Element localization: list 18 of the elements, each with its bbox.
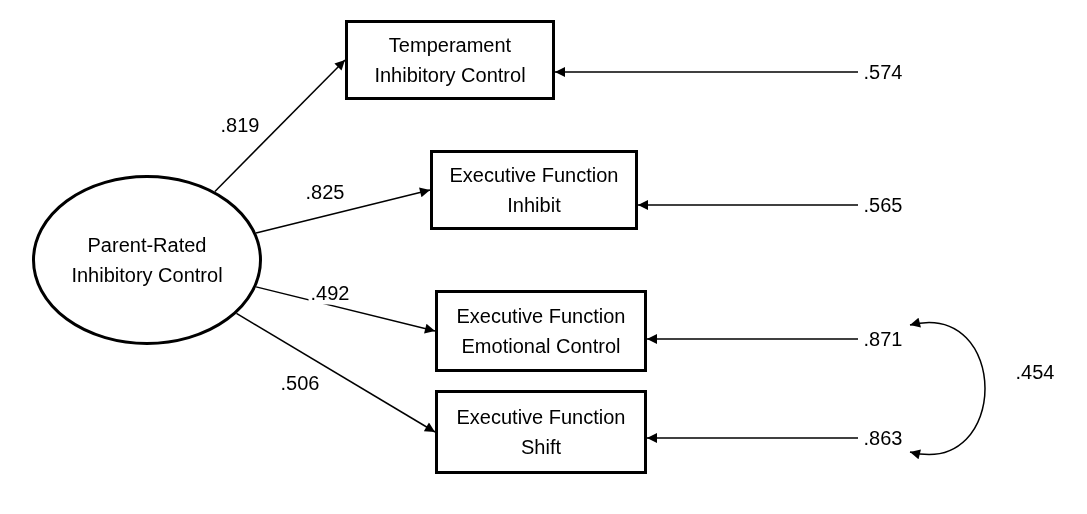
arrow bbox=[255, 286, 436, 334]
error-term-value: .574 bbox=[858, 58, 908, 86]
arrow bbox=[646, 334, 859, 344]
observed-variable-box: Executive Function Shift bbox=[435, 390, 647, 474]
arrow bbox=[255, 187, 431, 234]
observed-variable-box: Temperament Inhibitory Control bbox=[345, 20, 555, 100]
arrow bbox=[554, 67, 859, 77]
observed-variable-box: Executive Function Inhibit bbox=[430, 150, 638, 230]
arrow bbox=[646, 433, 859, 443]
arrow bbox=[214, 59, 346, 193]
arrow bbox=[235, 312, 436, 433]
error-term-value: .863 bbox=[858, 424, 908, 452]
observed-variable-box: Executive Function Emotional Control bbox=[435, 290, 647, 372]
error-term-value: .871 bbox=[858, 325, 908, 353]
curved-arrow bbox=[909, 319, 986, 458]
latent-variable-ellipse: Parent-Rated Inhibitory Control bbox=[32, 175, 262, 345]
arrow bbox=[637, 200, 859, 210]
error-term-value: .565 bbox=[858, 191, 908, 219]
